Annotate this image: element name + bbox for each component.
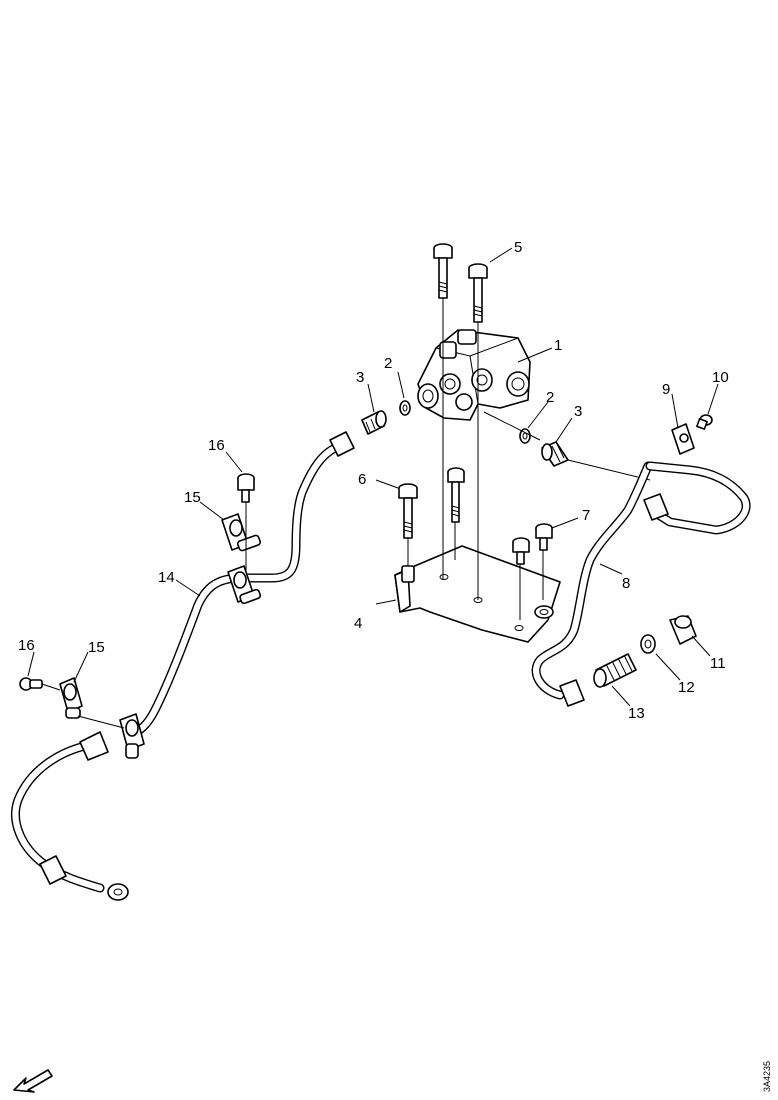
callout-12: 12 [678, 679, 695, 696]
pipe-alignment-line [483, 411, 541, 441]
long-bolt-right [468, 263, 488, 323]
screw-16-upper [237, 473, 255, 580]
callout-labels: 1 2 3 2 3 4 5 6 7 8 9 10 11 12 13 14 15 … [18, 239, 729, 722]
fitting-right [541, 441, 569, 467]
callout-8: 8 [622, 575, 630, 592]
callout-16-upper: 16 [208, 437, 225, 454]
cap-11 [669, 615, 697, 645]
callout-11: 11 [710, 655, 726, 672]
callout-5: 5 [514, 239, 522, 256]
nut-12 [640, 634, 656, 654]
bolt-under-block [447, 467, 465, 560]
callout-15-lower: 15 [88, 639, 105, 656]
callout-7: 7 [582, 507, 590, 524]
screw-10 [696, 414, 713, 430]
callout-3-right: 3 [574, 403, 582, 420]
callout-16-lower: 16 [18, 637, 35, 654]
fitting-left [361, 410, 387, 435]
short-bolt-7b [535, 523, 553, 600]
washer-left [399, 400, 411, 416]
callout-4: 4 [354, 615, 362, 632]
valve-block [417, 329, 531, 421]
pipe-alignment-line [567, 459, 651, 481]
clamp-15-upper [221, 513, 262, 552]
reference-code: 3A4235 [762, 1061, 772, 1092]
bolt-6 [398, 483, 418, 566]
callout-13: 13 [628, 705, 645, 722]
clamp-pipe-upper [227, 565, 262, 605]
callout-15-upper: 15 [184, 489, 201, 506]
callout-1: 1 [554, 337, 562, 354]
long-bolt-left [433, 243, 453, 299]
washer-right [519, 428, 531, 444]
pipe-clip-9 [671, 423, 695, 455]
callout-9: 9 [662, 381, 670, 398]
callout-3-left: 3 [356, 369, 364, 386]
clamp-pipe-lower [77, 713, 145, 759]
brake-pipe-8 [531, 461, 751, 707]
callout-2-right: 2 [546, 389, 554, 406]
callout-6: 6 [358, 471, 366, 488]
screw-16-lower [19, 677, 61, 691]
callout-2-left: 2 [384, 355, 392, 372]
adapter-13 [593, 653, 637, 688]
callout-10: 10 [712, 369, 729, 386]
clamp-15-lower [59, 677, 83, 719]
forward-arrow-icon [13, 1069, 53, 1093]
flexible-hose [11, 731, 129, 901]
short-bolt-7a [512, 537, 530, 620]
leader-lines [27, 247, 719, 707]
callout-14: 14 [158, 569, 175, 586]
